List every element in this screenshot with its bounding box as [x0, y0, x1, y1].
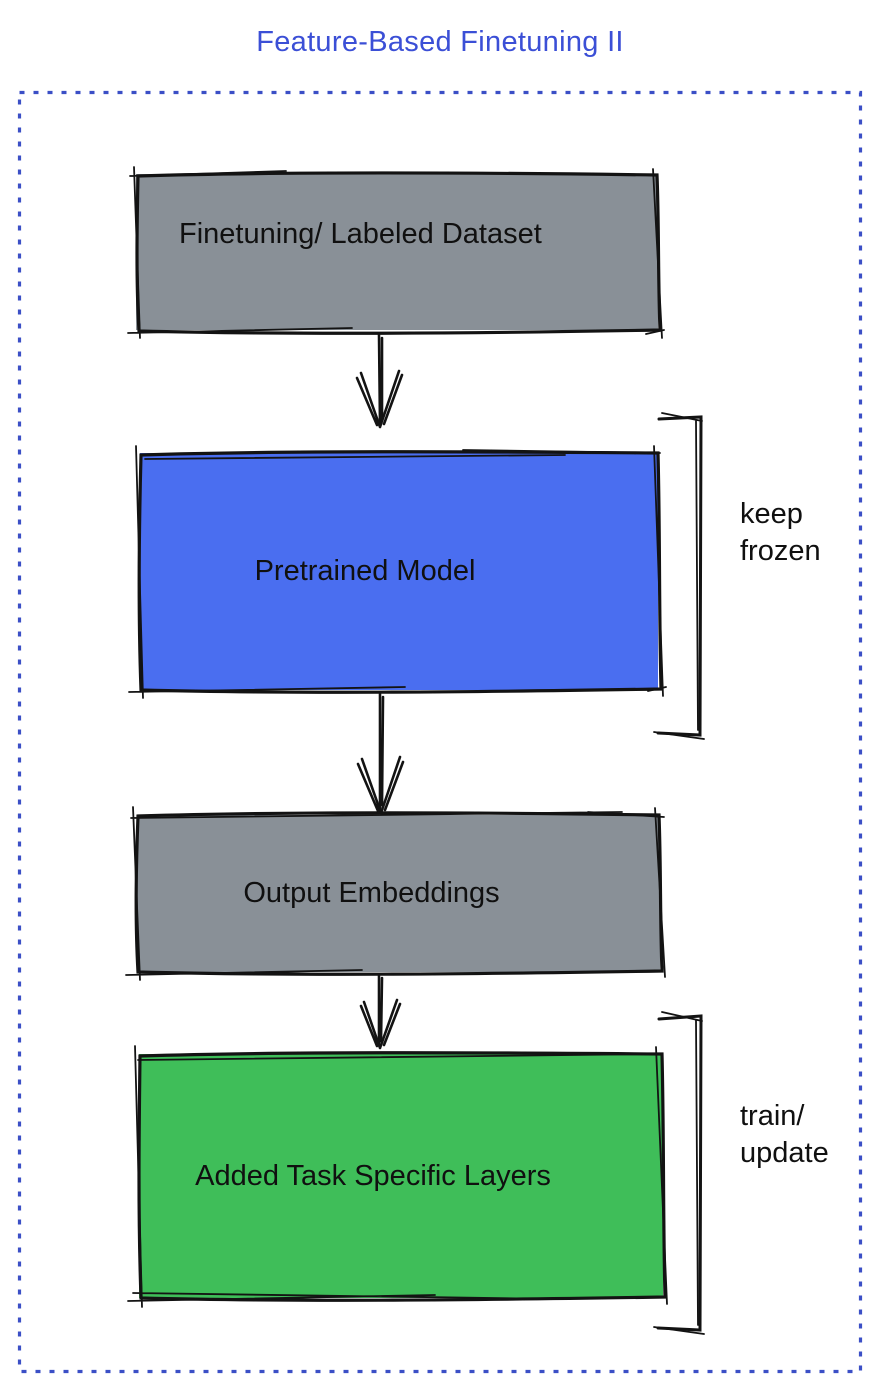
arrow-embeddings-to-layers [359, 974, 402, 1050]
arrow-pretrained-to-embeddings [356, 692, 405, 815]
box-label-embeddings: Output Embeddings [243, 877, 500, 909]
keep-frozen-note: keep frozen [740, 498, 821, 567]
box-label-dataset: Finetuning/ Labeled Dataset [179, 217, 542, 250]
box-embeddings-fill [137, 815, 660, 972]
box-pretrained-shape [128, 445, 667, 699]
box-label-task-layers: Added Task Specific Layers [195, 1159, 551, 1192]
box-embeddings-shape [125, 806, 666, 981]
arrow-dataset-to-pretrained [355, 333, 404, 429]
box-pretrained-fill [140, 453, 658, 690]
train-update-note: train/ update [740, 1100, 829, 1169]
train-update-bracket [653, 1011, 705, 1335]
box-task-layers-shape [127, 1045, 668, 1308]
box-dataset-shape [127, 166, 665, 339]
box-dataset-fill [136, 174, 658, 330]
box-task-layers-fill [139, 1054, 663, 1298]
box-dataset-outline-2 [127, 166, 665, 339]
diagram-title: Feature-Based Finetuning II [256, 26, 624, 58]
box-embeddings-outline-2 [125, 806, 666, 981]
box-embeddings-outline [134, 811, 664, 976]
keep-frozen-bracket [653, 412, 705, 740]
dotted-frame [17, 90, 863, 1374]
box-label-pretrained: Pretrained Model [254, 555, 476, 587]
box-pretrained-outline-2 [128, 445, 667, 699]
box-task-layers-outline-2 [127, 1045, 668, 1308]
